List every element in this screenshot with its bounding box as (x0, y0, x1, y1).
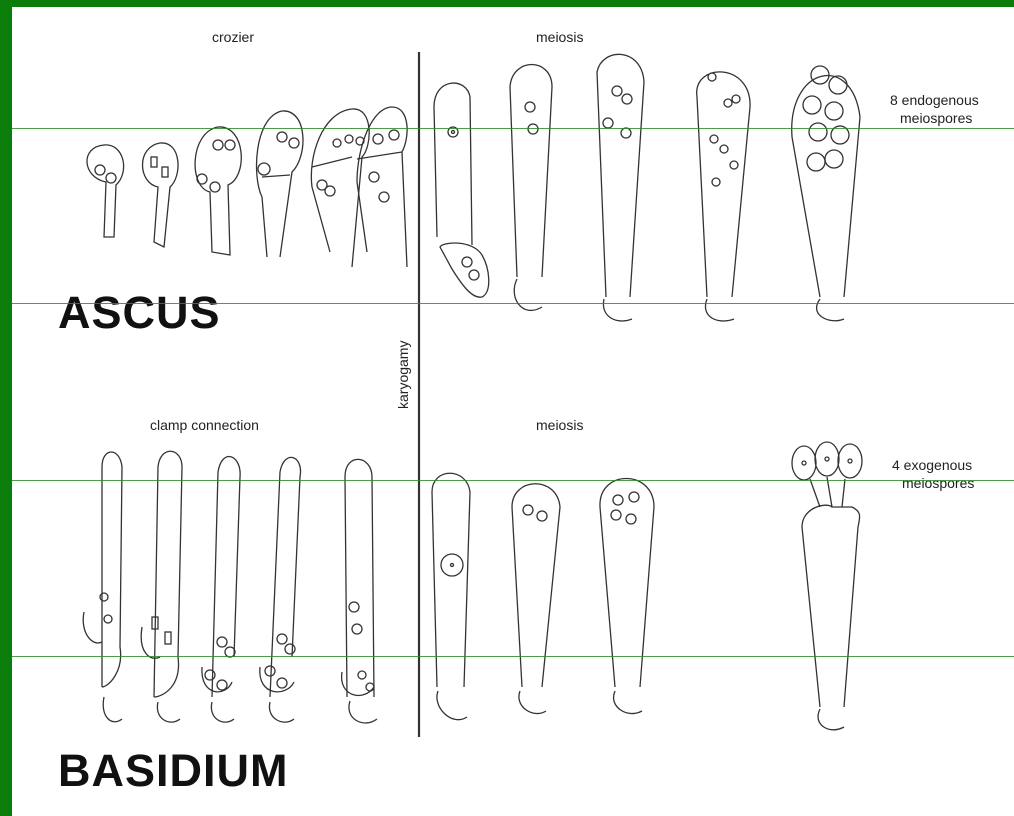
ascus-meiosis-stage-2 (510, 65, 552, 311)
ascus-title: ASCUS (58, 287, 221, 339)
clamp-stage-2 (141, 451, 182, 722)
meiosis-bottom-label: meiosis (536, 417, 583, 433)
crozier-stage-3 (195, 127, 241, 255)
guide-line-2 (12, 303, 1014, 304)
guide-line-1 (12, 128, 1014, 129)
basidium-title: BASIDIUM (58, 745, 289, 797)
basidium-with-exospores (792, 442, 862, 730)
guide-line-4 (12, 656, 1014, 657)
clamp-stage-5 (342, 459, 377, 723)
karyogamy-label: karyogamy (395, 341, 411, 409)
clamp-stage-1 (83, 452, 122, 722)
clamp-stage-3 (202, 457, 240, 723)
ascus-meiosis-stage-1 (434, 83, 489, 297)
meiosis-top-label: meiosis (536, 29, 583, 45)
exogenous-label: 4 exogenous (892, 457, 972, 473)
basidium-meiosis-stage-2 (512, 484, 560, 714)
guide-line-3 (12, 480, 1014, 481)
clamp-stage-4 (260, 457, 301, 722)
crozier-stage-2 (143, 143, 179, 247)
ascus-meiosis-stage-3 (597, 54, 644, 321)
endogenous-meiospores-label: meiospores (900, 110, 972, 126)
basidium-meiosis-stage-1 (432, 473, 470, 719)
crozier-stage-1 (87, 145, 124, 237)
crozier-stage-5 (311, 109, 369, 267)
crozier-stage-6 (357, 107, 407, 267)
basidium-meiosis-stage-3 (600, 479, 654, 714)
clamp-connection-label: clamp connection (150, 417, 259, 433)
ascus-meiosis-stage-5 (792, 66, 860, 321)
crozier-label: crozier (212, 29, 254, 45)
ascus-meiosis-stage-4 (697, 72, 750, 321)
crozier-stage-4 (257, 111, 303, 257)
exogenous-meiospores-label: meiospores (902, 475, 974, 491)
endogenous-label: 8 endogenous (890, 92, 979, 108)
